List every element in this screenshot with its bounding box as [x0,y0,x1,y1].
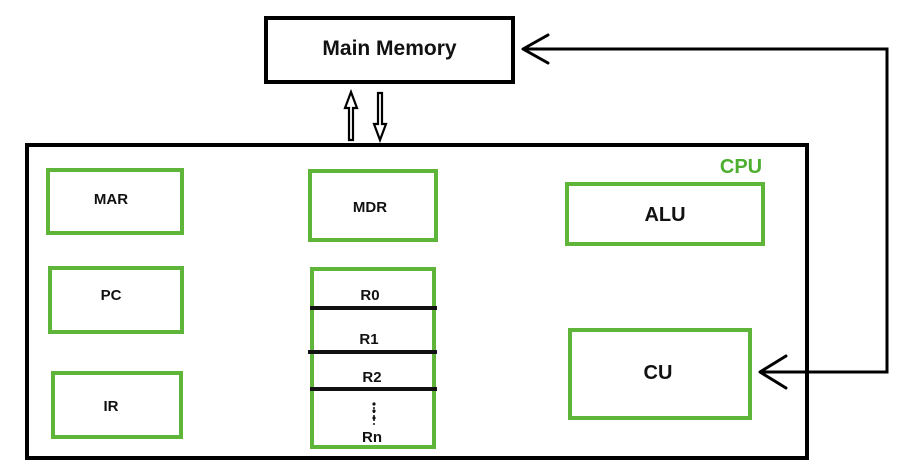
ir-box [51,371,183,439]
mar-box [46,168,184,235]
pc-box [48,266,184,334]
control-connector-line [523,47,889,374]
register-r2-label: R2 [362,369,381,386]
main-memory-label: Main Memory [322,37,457,60]
up-arrow-icon [343,88,359,142]
mar-label: MAR [94,191,128,208]
register-r1-label: R1 [359,331,378,348]
alu-label: ALU [644,204,685,226]
arrow-to-main-memory-icon [521,33,550,65]
cu-label: CU [644,362,673,384]
cpu-label: CPU [720,156,762,178]
ir-label: IR [104,398,119,415]
register-rn-label: Rn [362,429,382,446]
arrow-to-cu-icon [758,354,788,390]
cu-box [568,328,752,420]
mdr-label: MDR [353,199,387,216]
memory-bus-arrows [343,88,388,144]
alu-box [565,182,765,246]
pc-label: PC [101,287,122,304]
vertical-ellipsis-icon [372,402,376,426]
main-memory-box [264,16,515,84]
register-r0-label: R0 [360,287,379,304]
down-arrow-icon [372,91,388,144]
mdr-box [308,169,438,242]
register-file-box [310,267,436,449]
